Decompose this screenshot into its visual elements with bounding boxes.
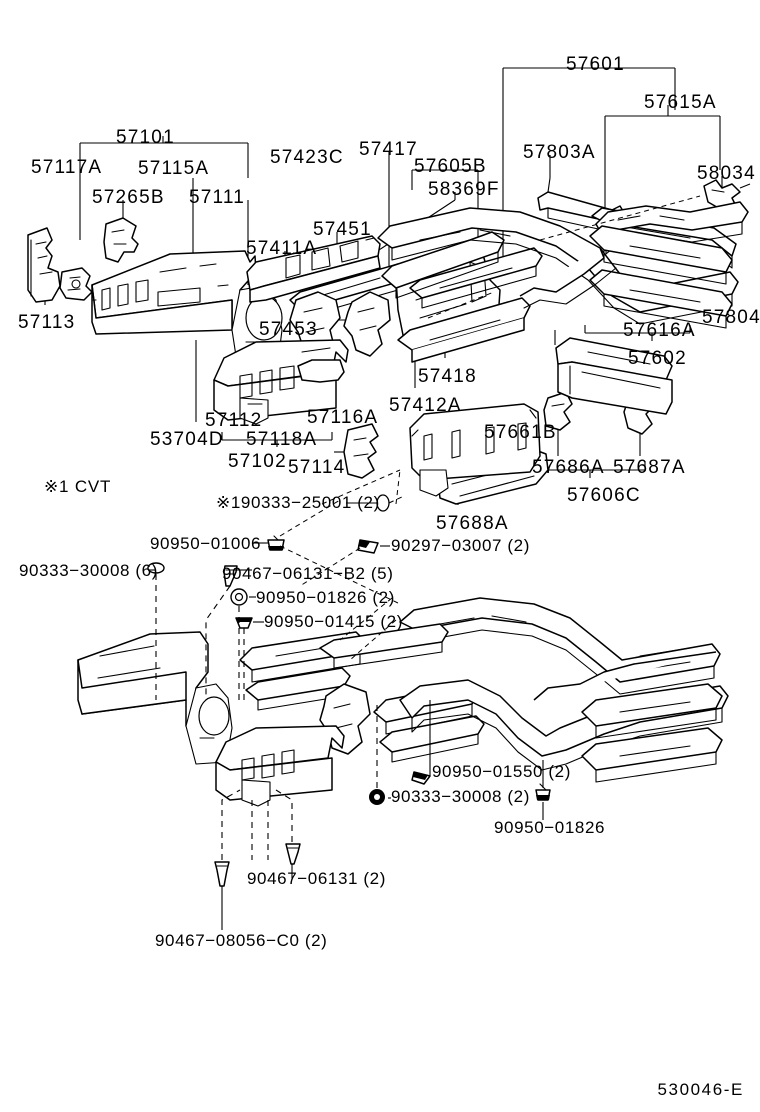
part-57606C-rear-crossmember [555, 337, 673, 415]
part-57616A-rail-a [589, 225, 733, 285]
part-57661B-crossmember [409, 403, 541, 497]
hardware-leaders [148, 495, 544, 930]
part-57412A-crossmember [397, 297, 531, 363]
part-57602-lower-rail [519, 247, 617, 309]
label-57803A: 57803A [523, 142, 596, 163]
label-57451: 57451 [313, 219, 372, 240]
label-57412A: 57412A [389, 395, 462, 416]
label-53704D: 53704D [150, 429, 224, 450]
label-57101: 57101 [116, 127, 175, 148]
part-57116A-reinforcement [297, 359, 345, 383]
label-58034: 58034 [697, 163, 756, 184]
label-57118A: 57118A [246, 429, 318, 450]
label-57114: 57114 [288, 457, 346, 478]
label-90333-30008-6: 90333−30008 (6) [19, 561, 158, 580]
label-57111: 57111 [189, 187, 246, 208]
note-cvt: ※1 CVT [44, 477, 112, 496]
label-57113: 57113 [18, 312, 76, 333]
label-57117A: 57117A [31, 157, 103, 178]
label-57423C: 57423C [270, 147, 344, 168]
label-57116A: 57116A [307, 407, 379, 428]
label-57112: 57112 [205, 410, 263, 431]
part-57265B-bracket [103, 217, 139, 263]
part-57112-front-side-member [213, 339, 349, 425]
label-57606C: 57606C [567, 485, 641, 506]
part-58034-clip [703, 179, 751, 211]
part-57101-apron-upper-member [91, 250, 283, 383]
label-90297-03007: 90297−03007 (2) [391, 536, 530, 555]
label-90467-06131-B2: 90467−06131−B2 (5) [222, 564, 394, 583]
part-57453-member [343, 291, 391, 357]
diagram-footer-code: 530046-E [657, 1080, 744, 1099]
label-58369F: 58369F [428, 179, 500, 200]
lower-assembly-art [77, 597, 729, 807]
label-57411A: 57411A [246, 238, 318, 259]
label-57687A: 57687A [613, 457, 686, 478]
label-57804: 57804 [702, 307, 760, 328]
label-57686A: 57686A [532, 457, 605, 478]
label-57417: 57417 [359, 139, 418, 160]
label-90333-30008-2: 90333−30008 (2) [391, 787, 530, 806]
part-57114-bracket [343, 423, 379, 479]
label-57601: 57601 [566, 54, 625, 75]
label-57616A: 57616A [623, 320, 696, 341]
label-57453: 57453 [259, 319, 318, 340]
label-57265B: 57265B [92, 187, 165, 208]
label-57115A: 57115A [138, 158, 210, 179]
label-57661B: 57661B [484, 422, 557, 443]
part-57616A-rail-b [589, 269, 733, 329]
assembly-dashed-lines-upper [321, 195, 701, 505]
part-57113-bracket [27, 227, 61, 303]
label-90950-01415: 90950−01415 (2) [264, 612, 403, 631]
label-57605B: 57605B [414, 156, 487, 177]
label-90950-01826: 90950−01826 [494, 818, 606, 837]
label-190333-25001: ※190333−25001 (2) [216, 493, 380, 512]
label-57688A: 57688A [436, 513, 509, 534]
label-90950-01006: 90950−01006 [150, 534, 262, 553]
label-90950-01550: 90950−01550 (2) [432, 762, 571, 781]
part-57417-side-rail [381, 231, 505, 299]
label-57602: 57602 [628, 348, 687, 369]
part-57411A-rocker [246, 235, 381, 303]
part-57117A-clip [59, 267, 93, 301]
label-90467-08056-C0: 90467−08056−C0 (2) [155, 931, 328, 950]
label-57102: 57102 [228, 451, 287, 472]
label-90950-01826-2: 90950−01826 (2) [256, 588, 395, 607]
label-90467-06131: 90467−06131 (2) [247, 869, 386, 888]
label-57418: 57418 [418, 366, 477, 387]
label-57615A: 57615A [644, 92, 717, 113]
